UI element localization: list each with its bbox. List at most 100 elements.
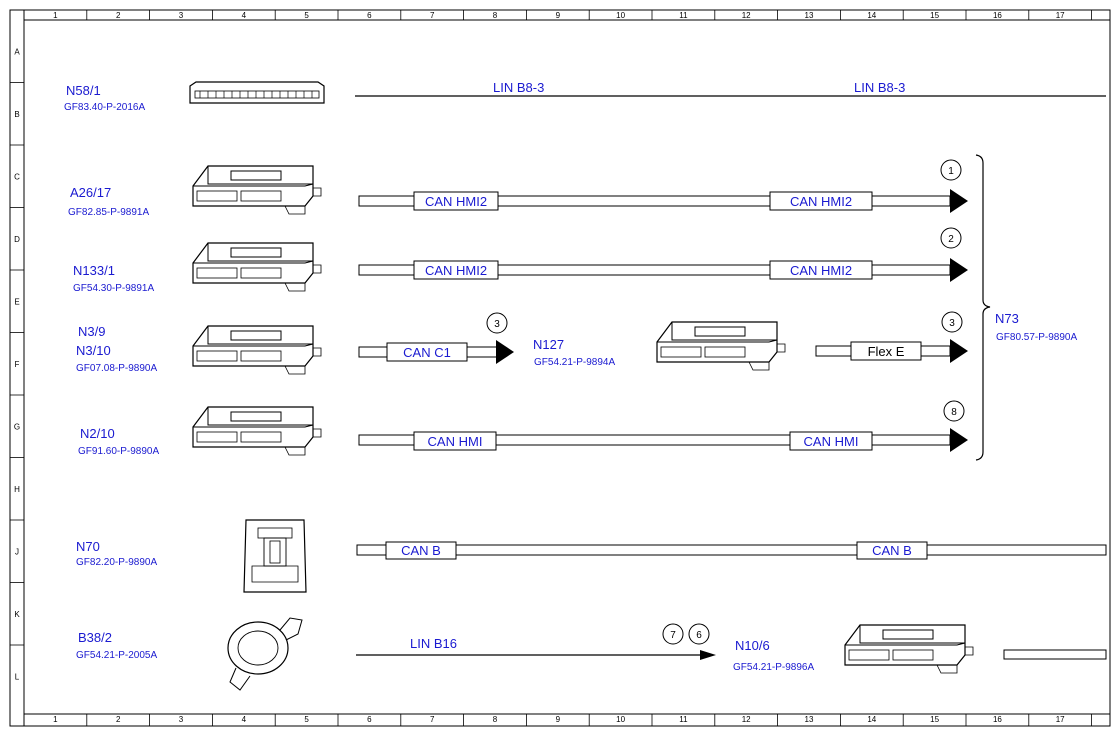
column-label-5-top: 5 — [304, 11, 309, 20]
can-hmi2-bus-1-arrowhead — [950, 189, 968, 213]
column-label-3-top: 3 — [179, 11, 184, 20]
row-label-J: J — [15, 547, 19, 556]
column-label-5-bottom: 5 — [304, 715, 309, 724]
n70-label: N70 — [76, 539, 100, 554]
n10-6-bus-stub — [1003, 649, 1107, 660]
lin-b16-label: LIN B16 — [410, 636, 457, 651]
column-label-9-bottom: 9 — [556, 715, 561, 724]
n73-brace — [975, 154, 991, 461]
n3-10-label: N3/10 — [76, 343, 111, 358]
column-label-17-bottom: 17 — [1056, 715, 1065, 724]
column-label-7-top: 7 — [430, 11, 435, 20]
n127-control-unit-icon — [656, 321, 786, 371]
b38-2-code: GF54.21-P-2005A — [76, 650, 157, 661]
column-label-7-bottom: 7 — [430, 715, 435, 724]
column-label-16-bottom: 16 — [993, 715, 1002, 724]
row-label-A: A — [14, 47, 20, 56]
can-hmi2-bus-2-label-a: CAN HMI2 — [425, 263, 487, 278]
column-label-8-bottom: 8 — [493, 715, 498, 724]
can-hmi2-bus-1-label-a: CAN HMI2 — [425, 194, 487, 209]
can-hmi-arrowhead — [950, 428, 968, 452]
row-label-B: B — [14, 110, 19, 119]
n70-code: GF82.20-P-9890A — [76, 557, 157, 568]
n127-label: N127 — [533, 337, 564, 352]
n10-6-control-unit-icon — [844, 624, 974, 674]
can-b-label-a: CAN B — [401, 543, 441, 558]
n2-10-control-unit-icon — [192, 406, 322, 456]
n133-1-label: N133/1 — [73, 263, 115, 278]
row-label-H: H — [14, 485, 20, 494]
n10-6-label: N10/6 — [735, 638, 770, 653]
n2-10-label: N2/10 — [80, 426, 115, 441]
column-label-10-bottom: 10 — [616, 715, 625, 724]
lin-b16-arrowhead — [700, 650, 716, 660]
column-label-15-bottom: 15 — [930, 715, 939, 724]
can-hmi2-bus-1-label-b: CAN HMI2 — [790, 194, 852, 209]
row-label-E: E — [14, 297, 19, 306]
n73-label: N73 — [995, 311, 1019, 326]
row-label-D: D — [14, 235, 20, 244]
can-c1-arrowhead — [496, 340, 514, 364]
n133-1-control-unit-icon — [192, 242, 322, 292]
column-label-13-bottom: 13 — [805, 715, 814, 724]
column-label-12-bottom: 12 — [742, 715, 751, 724]
column-label-1-bottom: 1 — [53, 715, 58, 724]
n58-1-label: N58/1 — [66, 83, 101, 98]
n73-code: GF80.57-P-9890A — [996, 332, 1077, 343]
flex-e-label: Flex E — [868, 344, 905, 359]
column-label-13-top: 13 — [805, 11, 814, 20]
column-label-2-bottom: 2 — [116, 715, 121, 724]
column-label-15-top: 15 — [930, 11, 939, 20]
column-label-9-top: 9 — [556, 11, 561, 20]
can-b-label-b: CAN B — [872, 543, 912, 558]
column-ruler: 1122334455667788991010111112121313141415… — [53, 10, 1092, 726]
lin-b8-3-label-a: LIN B8-3 — [493, 80, 544, 95]
b38-2-label: B38/2 — [78, 630, 112, 645]
b38-2-rain-light-sensor-icon — [227, 617, 303, 691]
column-label-14-bottom: 14 — [867, 715, 876, 724]
a26-17-label: A26/17 — [70, 185, 111, 200]
n10-6-code: GF54.21-P-9896A — [733, 662, 814, 673]
flex-e-arrowhead — [950, 339, 968, 363]
marker-3-b: 3 — [949, 318, 955, 329]
can-c1-label: CAN C1 — [403, 345, 451, 360]
can-b-bus — [356, 544, 1107, 556]
marker-8: 8 — [951, 407, 957, 418]
column-label-16-top: 16 — [993, 11, 1002, 20]
lin-b8-3-label-b: LIN B8-3 — [854, 80, 905, 95]
column-label-1-top: 1 — [53, 11, 58, 20]
column-label-4-bottom: 4 — [242, 715, 247, 724]
row-label-K: K — [14, 610, 20, 619]
n58-1-code: GF83.40-P-2016A — [64, 102, 145, 113]
n133-1-code: GF54.30-P-9891A — [73, 283, 154, 294]
n58-1-switch-panel-icon — [189, 81, 325, 104]
a26-17-control-unit-icon — [192, 165, 322, 215]
marker-7: 7 — [670, 630, 676, 641]
n3-9-label: N3/9 — [78, 324, 105, 339]
n127-code: GF54.21-P-9894A — [534, 357, 615, 368]
column-label-12-top: 12 — [742, 11, 751, 20]
row-label-C: C — [14, 172, 20, 181]
row-label-L: L — [15, 672, 20, 681]
marker-3-a: 3 — [494, 319, 500, 330]
marker-2: 2 — [948, 234, 954, 245]
can-hmi-label-a: CAN HMI — [428, 434, 483, 449]
column-label-3-bottom: 3 — [179, 715, 184, 724]
can-hmi2-bus-2-arrowhead — [950, 258, 968, 282]
column-label-11-top: 11 — [679, 11, 688, 20]
column-label-6-top: 6 — [367, 11, 372, 20]
column-label-11-bottom: 11 — [679, 715, 688, 724]
column-label-8-top: 8 — [493, 11, 498, 20]
marker-6: 6 — [696, 630, 702, 641]
can-hmi-label-b: CAN HMI — [804, 434, 859, 449]
column-label-10-top: 10 — [616, 11, 625, 20]
a26-17-code: GF82.85-P-9891A — [68, 207, 149, 218]
n3-code: GF07.08-P-9890A — [76, 363, 157, 374]
column-label-4-top: 4 — [242, 11, 247, 20]
column-label-17-top: 17 — [1056, 11, 1065, 20]
can-hmi2-bus-2-label-b: CAN HMI2 — [790, 263, 852, 278]
n2-10-code: GF91.60-P-9890A — [78, 446, 159, 457]
column-label-2-top: 2 — [116, 11, 121, 20]
